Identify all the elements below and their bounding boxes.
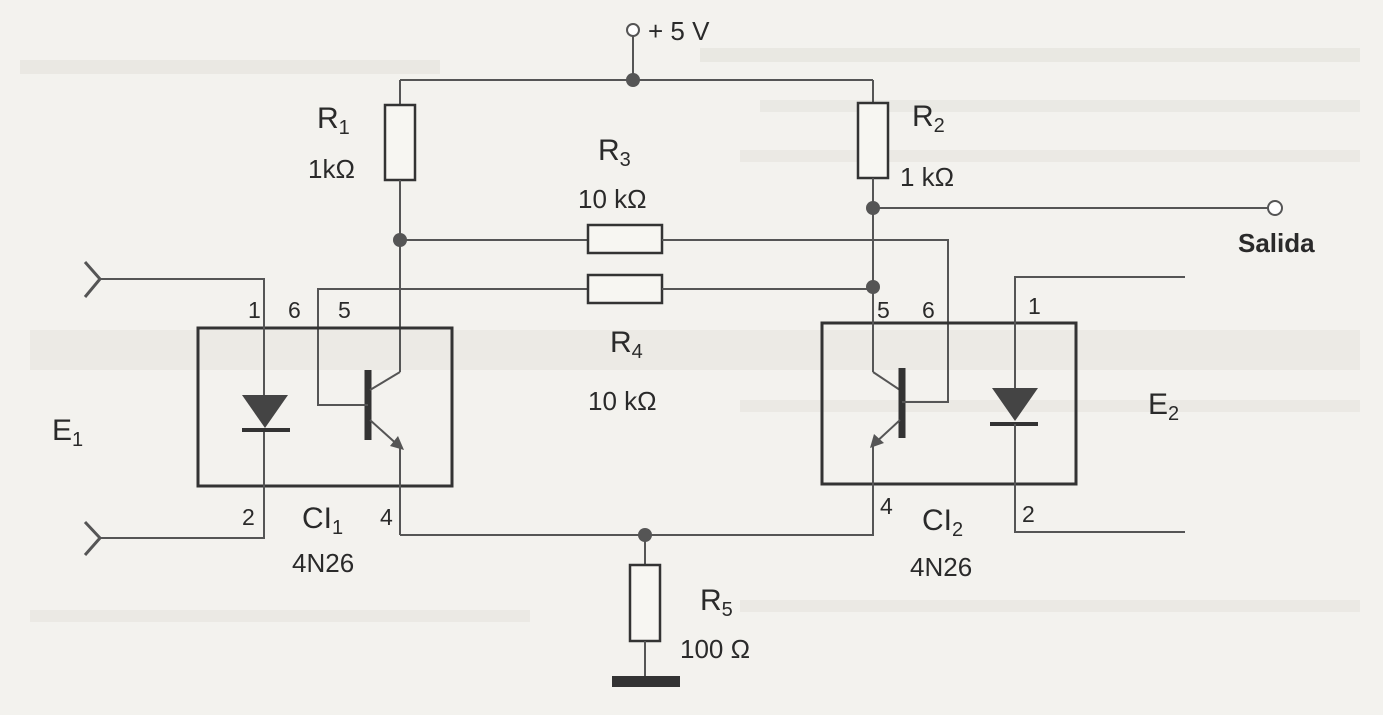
ci2-pin-6: 6 bbox=[922, 297, 935, 323]
e1-input-wire-top bbox=[100, 278, 265, 395]
ci2-part: 4N26 bbox=[910, 552, 972, 582]
ci2-collector bbox=[872, 371, 901, 391]
background-bleed-text bbox=[20, 48, 1360, 622]
ci1-led-icon bbox=[242, 395, 288, 428]
e1-input-arrow-bottom bbox=[83, 520, 103, 556]
r1-resistor bbox=[383, 103, 417, 182]
ci1-pin-1: 1 bbox=[248, 297, 261, 323]
ci2-led-icon bbox=[992, 388, 1038, 421]
e1-input-arrow-top bbox=[83, 261, 102, 298]
ci1-part: 4N26 bbox=[292, 548, 354, 578]
r5-value: 100 Ω bbox=[680, 634, 750, 664]
ci1-emitter-arrow-icon bbox=[390, 436, 404, 450]
r2-value: 1 kΩ bbox=[900, 162, 954, 192]
ci1-pin-4: 4 bbox=[380, 504, 393, 530]
e2-input-wire-top bbox=[1014, 276, 1185, 392]
ci2-pin-5: 5 bbox=[877, 297, 890, 323]
ci1-pin-5: 5 bbox=[338, 297, 351, 323]
ci1-package bbox=[196, 326, 454, 488]
ci2-emitter-arrow-icon bbox=[870, 434, 884, 448]
ci2-pin-2: 2 bbox=[1022, 501, 1035, 527]
r4-value: 10 kΩ bbox=[588, 386, 657, 416]
ci2-name: CI2 bbox=[922, 504, 963, 541]
r2-name: R2 bbox=[912, 100, 945, 137]
r5-resistor bbox=[628, 563, 662, 643]
r1-name: R1 bbox=[317, 102, 350, 139]
e1-label: E1 bbox=[52, 414, 83, 451]
r3-name: R3 bbox=[598, 134, 631, 171]
r4-name: R4 bbox=[610, 326, 643, 363]
ci1-collector bbox=[369, 371, 401, 391]
output-label: Salida bbox=[1238, 228, 1315, 258]
r3-right-wire bbox=[662, 239, 949, 403]
e2-label: E2 bbox=[1148, 388, 1179, 425]
ci1-name: CI1 bbox=[302, 502, 343, 539]
r2-resistor bbox=[856, 101, 890, 180]
supply-terminal bbox=[626, 23, 640, 37]
ci2-package bbox=[820, 321, 1078, 486]
ci2-pin-4: 4 bbox=[880, 493, 893, 519]
r3-value: 10 kΩ bbox=[578, 184, 647, 214]
output-terminal bbox=[1267, 200, 1283, 216]
ci2-emitter-wire bbox=[400, 445, 874, 536]
r4-left-wire bbox=[317, 288, 588, 406]
r1-value: 1kΩ bbox=[308, 154, 355, 184]
r5-name: R5 bbox=[700, 584, 733, 621]
ci1-pin-2: 2 bbox=[242, 504, 255, 530]
r4-resistor bbox=[586, 273, 664, 305]
ci2-pin-1: 1 bbox=[1028, 293, 1041, 319]
ground-icon bbox=[612, 676, 680, 687]
e1-input-wire-bottom bbox=[100, 431, 265, 539]
ci1-pin-6: 6 bbox=[288, 297, 301, 323]
supply-label: + 5 V bbox=[648, 16, 710, 46]
r3-resistor bbox=[586, 223, 664, 255]
e2-input-wire-bottom bbox=[1014, 424, 1185, 533]
top-rail-junction bbox=[626, 73, 640, 87]
